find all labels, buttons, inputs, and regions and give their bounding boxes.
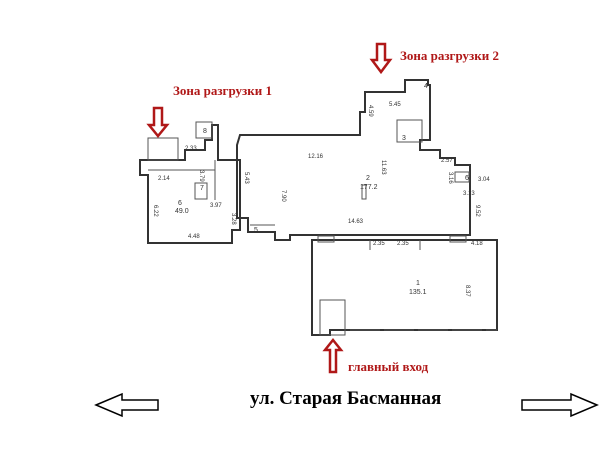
dim-label: 2.33 (185, 146, 197, 152)
dim-label: 4.18 (471, 241, 483, 247)
entrance-arrow-icon (322, 337, 344, 374)
dim-label: 2.57 (441, 158, 453, 164)
dim-label: 3.04 (478, 177, 490, 183)
dim-label: 12.16 (308, 154, 324, 160)
room-1-walls (311, 235, 498, 336)
room-number: 8 (203, 128, 207, 135)
dim-label: 2.35 (373, 241, 385, 247)
room-2-walls (236, 79, 471, 241)
dim-label: 3.16 (447, 172, 453, 184)
room-number: 5 (254, 227, 258, 234)
dim-label: 7.90 (280, 190, 286, 202)
arrow-right-icon (521, 392, 599, 418)
dim-label: 3.28 (230, 213, 236, 225)
dim-label: 11.63 (380, 160, 386, 175)
dim-label: 2.14 (158, 176, 170, 182)
dim-label: 14.63 (348, 219, 364, 225)
room-number: 2 (366, 175, 370, 182)
room-number: 3 (402, 135, 406, 142)
street-name: ул. Старая Басманная (250, 388, 441, 409)
room-number: 6 (465, 175, 469, 182)
room-area: 177.2 (360, 184, 378, 191)
dim-label: 4.59 (367, 105, 373, 117)
entrance-label: главный вход (348, 359, 429, 374)
zone-1-label: Зона разгрузки 1 (173, 83, 272, 98)
dim-label: 4.48 (188, 234, 200, 240)
dim-label: 8.37 (464, 285, 470, 297)
arrow-left-icon (94, 392, 159, 418)
room-number: 7 (200, 185, 204, 192)
zone-2-label: Зона разгрузки 2 (400, 48, 499, 63)
dim-label: 9.52 (474, 205, 480, 217)
room-area: 135.1 (409, 289, 427, 296)
dim-label: 3.97 (210, 203, 222, 209)
zone-1-arrow-icon (146, 106, 170, 138)
room-number: 4 (424, 83, 428, 90)
dim-label: 5.45 (389, 102, 401, 108)
dim-label: 6.22 (152, 205, 158, 217)
dim-label: 5.43 (243, 172, 249, 184)
room-number: 6 (178, 200, 182, 207)
dim-label: 3.13 (463, 191, 475, 197)
room-6-walls (139, 121, 241, 244)
room-number: 1 (416, 280, 420, 287)
room-area: 49.0 (175, 208, 189, 215)
dim-label: 2.35 (397, 241, 409, 247)
dim-label: 3.79 (198, 170, 204, 182)
zone-2-arrow-icon (369, 42, 393, 75)
